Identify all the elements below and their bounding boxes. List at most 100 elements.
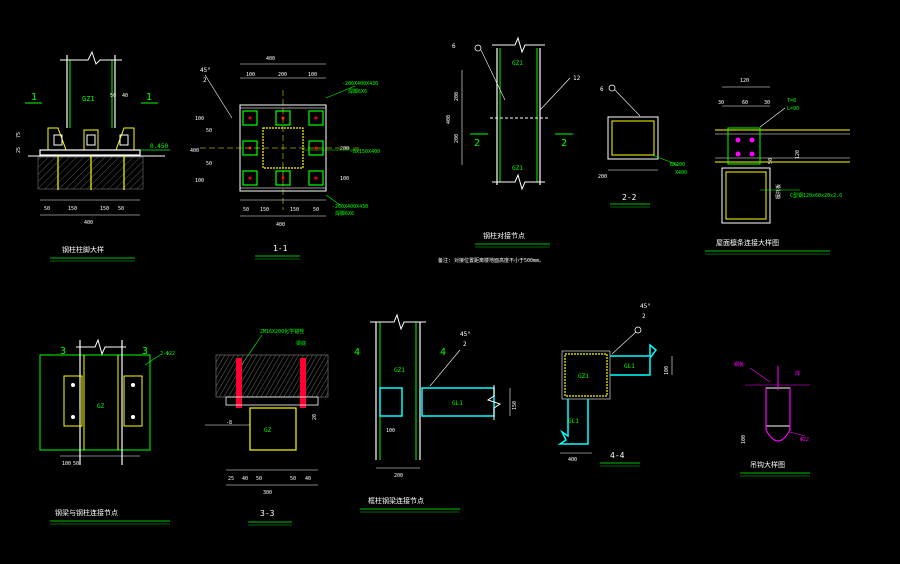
end-plate-left [63, 375, 83, 427]
dim-total: 300 [263, 490, 272, 496]
base-plate [39, 149, 141, 156]
column-tube [249, 407, 297, 451]
weld-leader [204, 74, 233, 119]
note-1: -200X400X430 [342, 81, 378, 87]
bolt-dot [314, 176, 318, 180]
dim-50: 50 [110, 93, 116, 99]
dim-b3: 150 [100, 206, 109, 212]
dim-100: 100 [741, 435, 747, 444]
roof-purlin-detail: 120 30 60 30 50 120 T=8 L=90 檩托板 C型钢120x… [705, 78, 850, 255]
bolt-square [308, 110, 324, 126]
section-1-1-detail: 400 100 200 100 [190, 56, 380, 260]
weld-circle [608, 84, 616, 92]
weld-circle [474, 44, 482, 52]
note-leader [144, 354, 161, 366]
dim-a: 25 [228, 476, 234, 482]
weld-circle [634, 326, 642, 334]
dim-b3: 150 [290, 207, 299, 213]
bolt-dot [281, 176, 285, 180]
detail-title: 吊钩大样图 [750, 460, 785, 469]
dim-200: 200 [598, 174, 607, 180]
dim-b2: 150 [260, 207, 269, 213]
beam-down [557, 399, 589, 445]
mark-left: 2 [474, 138, 480, 149]
dim-e: 40 [305, 476, 311, 482]
dim-b1: 50 [243, 207, 249, 213]
top-num: 6 [452, 43, 456, 50]
angle-label: 45° [640, 303, 651, 310]
plate-outline [39, 354, 151, 451]
dim-b-total: 400 [276, 222, 285, 228]
dim-75: 75 [16, 132, 22, 138]
mark-right: 3 [142, 346, 148, 357]
note-3: Φ22 [800, 437, 809, 443]
dim-25: 25 [16, 147, 22, 153]
anchor-bolt-left [236, 358, 242, 408]
dim-120: 120 [740, 78, 749, 84]
end-plate-right [123, 375, 143, 427]
dim-s3: 50 [206, 161, 212, 167]
dim-r1: 200 [340, 146, 349, 152]
dim-d: 50 [290, 476, 296, 482]
dim-200b: 200 [454, 134, 460, 143]
break-line-bottom [492, 173, 545, 191]
section-2-2-detail: 6 8X200 X400 200 2-2 [598, 84, 687, 208]
break-line [60, 50, 122, 65]
section-mark-left: 1 [31, 92, 37, 103]
top-num: 6 [600, 86, 604, 93]
two-label: 2 [463, 341, 467, 348]
detail-title: 框柱钢梁连接节点 [368, 496, 424, 505]
mark-right: 4 [440, 347, 446, 358]
purlin-plate [727, 127, 761, 165]
splice-note: 备注: 对接位置距离楼地面高度不小于500mm。 [438, 257, 544, 264]
note-cgang: C型钢120x60x20x2.0 [790, 192, 842, 199]
bolt-dot [314, 146, 318, 150]
column-box [564, 353, 608, 397]
angle-label: 45° [200, 67, 211, 74]
tube-outer [607, 116, 659, 160]
detail-title: 钢梁与钢柱连接节点 [55, 508, 118, 517]
dim-total: 400 [84, 220, 93, 226]
weld-leader [429, 349, 461, 387]
anchor-bolt-right [300, 358, 306, 408]
detail-title: 3-3 [260, 509, 275, 518]
detail-title: 屋面檩条连接大样图 [716, 238, 779, 247]
column-base-detail: GZ1 1 1 0.450 50 40 75 25 50 150 150 50 [16, 50, 170, 262]
note-leader [325, 85, 356, 99]
dim-200a: 200 [454, 92, 460, 101]
two-label: 2 [642, 313, 646, 320]
weld-leader-2 [539, 77, 571, 111]
label-top: 梁底 [296, 340, 306, 347]
note-2: 焊 [795, 370, 800, 377]
side-note: -8 [226, 420, 232, 426]
base-plate [225, 396, 319, 406]
dim-400: 400 [568, 457, 577, 463]
bolt-square [242, 110, 258, 126]
note-leader-2 [789, 431, 806, 437]
column-label: GZ1 [82, 95, 95, 103]
bolt [131, 383, 135, 387]
hook-detail: 钢板 焊 Φ22 100 吊钩大样图 [734, 361, 810, 477]
dim-50: 50 [73, 461, 79, 467]
mark-left: 3 [60, 346, 66, 357]
frame-joint-detail: GZ1 GL1 4 4 45° 2 150 100 200 框柱钢梁连接节点 [354, 313, 518, 513]
member-col: GZ1 [578, 373, 589, 380]
dim-b2: 150 [68, 206, 77, 212]
dim-100: 100 [664, 366, 670, 375]
anchor-note: 2M16X200化学锚栓 [260, 328, 304, 335]
break-line [370, 313, 426, 331]
break-line [76, 338, 126, 356]
dim-40: 40 [122, 93, 128, 99]
dim-top-a: 100 [246, 72, 255, 78]
bolt-square [242, 170, 258, 186]
elevation-label: 0.450 [150, 143, 168, 150]
member-beam-2: GL1 [568, 418, 579, 425]
bolt [735, 137, 741, 143]
dim-60: 60 [742, 100, 748, 106]
dim-120-side: 120 [795, 150, 801, 159]
bolt-dot [314, 116, 318, 120]
dim-s1: 100 [195, 116, 204, 122]
detail-title: 钢柱柱脚大样 [62, 245, 104, 254]
bolt-dot [248, 176, 252, 180]
dim-30a: 30 [718, 100, 724, 106]
